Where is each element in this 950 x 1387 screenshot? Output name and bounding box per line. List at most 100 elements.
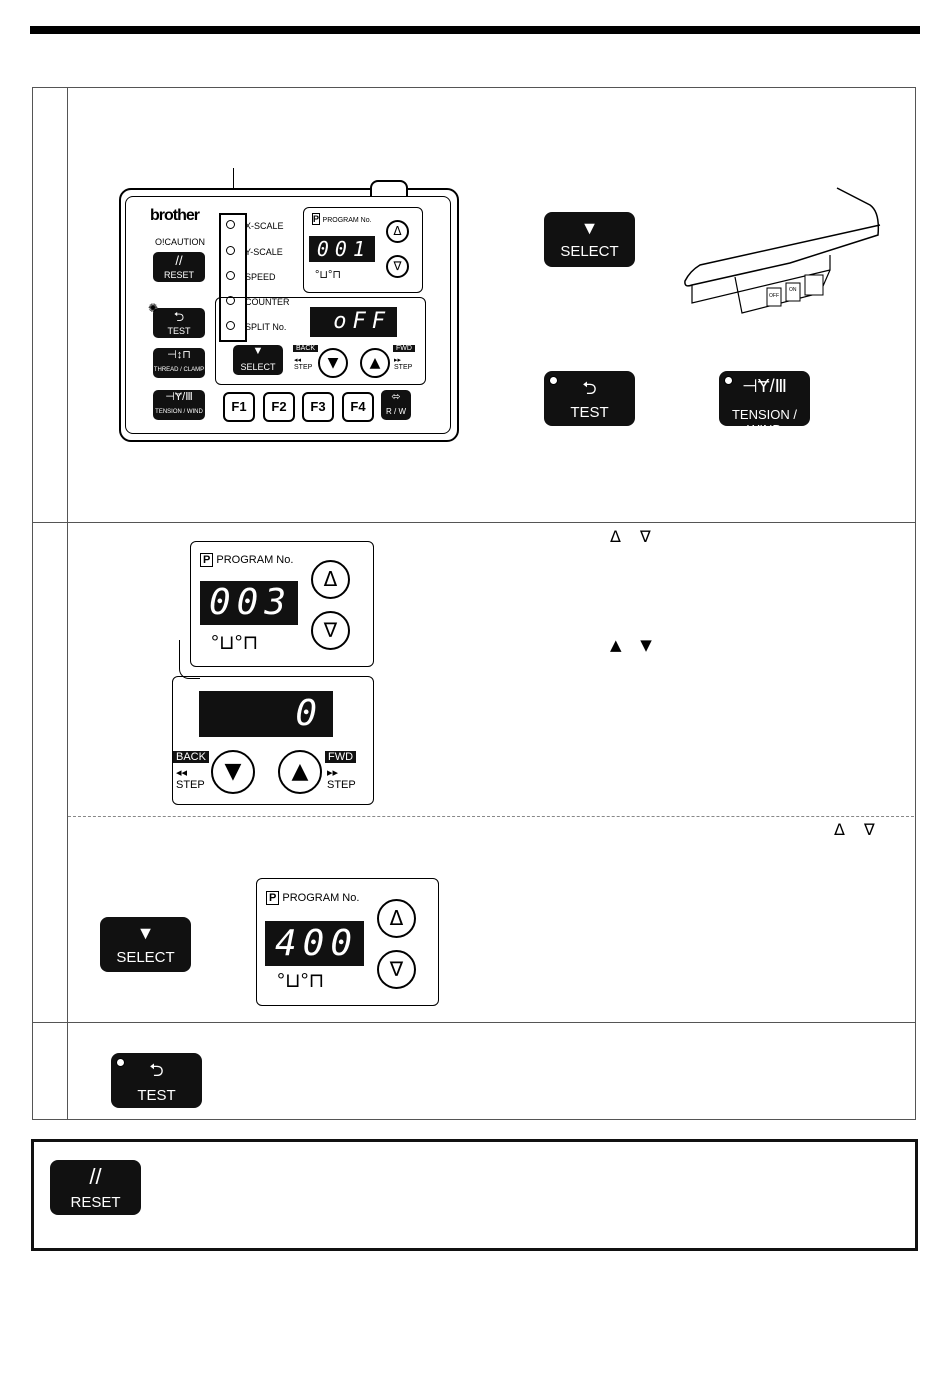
caution-text: CAUTION [164,237,206,247]
hand-p-icon: P [200,553,214,567]
reset-large-label: RESET [70,1194,121,1211]
program-window-large [190,541,374,667]
panel-thread-clamp-button[interactable]: ⊣↕⊓ THREAD / CLAMP [153,348,205,378]
tension-wind-label: TENSION / WIND [155,409,203,415]
test-led-icon [116,1058,125,1067]
tension-wind-icon: ⊣Ɏ/Ⅲ [165,391,193,403]
back-step-label: ◂◂STEP [176,767,205,791]
sub-display: 0 [199,691,333,737]
select-down-triangle-icon: ▼ [580,218,599,238]
panel-select-button[interactable]: ▼ SELECT [233,345,283,375]
fwd-button[interactable]: ▲ [278,750,322,794]
f1-key[interactable]: F1 [223,392,255,422]
program-up-button[interactable]: Δ [377,899,416,938]
test-lamp-icon: ✺ [148,301,159,315]
program-label: P PROGRAM No. [312,213,372,225]
fwd-tag: FWD [393,345,415,352]
fwd-tag: FWD [325,751,357,763]
reset-button-large[interactable]: // RESET [50,1160,141,1215]
switch-on-label: ON [789,287,797,293]
program-display: 003 [200,581,298,625]
mode-counter: COUNTER [226,296,290,307]
caution-label: O!CAUTION [155,237,205,247]
program-display: 001 [309,236,375,262]
thread-clamp-label: THREAD / CLAMP [153,367,205,373]
sub-window-large [172,676,374,805]
select-down-triangle-icon: ▼ [136,923,155,943]
thread-clamp-icon: ⊣↕⊓ [167,349,191,361]
back-tag: BACK [173,751,209,763]
procedure-table [32,87,916,1120]
hollow-arrow-keys: Δ ∇ [610,527,651,546]
rw-arrow-icon: ⬄ [391,391,401,403]
rw-button[interactable]: ⬄ R / W [381,390,411,420]
test-button-large[interactable]: ⮌ TEST [544,371,635,426]
back-button[interactable]: ▼ [211,750,255,794]
panel-reset-button[interactable]: // RESET [153,252,205,282]
tension-led-icon [724,376,733,385]
reset-label: RESET [163,270,194,280]
fwd-button[interactable]: ▲ [360,348,390,378]
return-arrow-icon: ⮌ [582,378,597,398]
reset-slash-icon: // [175,253,183,268]
program-down-button[interactable]: ∇ [386,255,409,278]
sub-window [215,297,426,385]
back-button[interactable]: ▼ [318,348,348,378]
mode-split: SPLIT No. [226,321,286,332]
hand-p-icon: P [312,213,321,225]
machine-table-illustration [684,187,881,314]
test-button-row4[interactable]: ⮌ TEST [111,1053,202,1108]
panel-test-button[interactable]: ⮌ TEST [153,308,205,338]
solid-arrow-keys: ▲ ▼ [610,636,652,654]
f2-key[interactable]: F2 [263,392,295,422]
panel-tension-wind-button[interactable]: ⊣Ɏ/Ⅲ TENSION / WIND [153,390,205,420]
program-down-button[interactable]: ∇ [311,611,350,650]
fwd-step-label: ▸▸STEP [394,357,413,371]
brand-logo: brother [150,207,200,224]
rw-label: R / W [386,407,406,416]
clamp-led-icons: °⊔°⊓ [277,970,325,992]
select-button-row3[interactable]: ▼ SELECT [100,917,191,972]
back-tag: BACK [293,345,319,352]
program-down-button[interactable]: ∇ [377,950,416,989]
test-led-icon [549,376,558,385]
mode-indicator-box [219,213,247,342]
back-step-label: ◂◂STEP [294,357,313,371]
step-column-divider [67,87,68,1119]
mode-x-scale: X-SCALE [226,220,284,231]
tension-wind-icon: ⊣Ɏ/Ⅲ [741,376,788,396]
select-row3-label: SELECT [116,949,175,966]
clamp-led-icons: °⊔°⊓ [315,269,341,281]
program-window [303,207,423,293]
program-up-button[interactable]: Δ [311,560,350,599]
row-divider [32,1022,915,1023]
test-row4-label: TEST [137,1087,176,1104]
f4-key[interactable]: F4 [342,392,374,422]
program-up-button[interactable]: Δ [386,220,409,243]
tension-wind-button-large[interactable]: ⊣Ɏ/Ⅲ TENSION / WIND [719,371,810,437]
test-large-label: TEST [570,404,609,421]
mode-speed: SPEED [226,271,276,282]
sub-display: oFF [310,307,397,337]
switch-off-label: OFF [769,293,779,299]
program-label: P PROGRAM No. [200,553,293,567]
select-label: SELECT [240,362,276,372]
hand-p-icon: P [266,891,280,905]
return-arrow-icon: ⮌ [149,1060,164,1080]
hollow-arrow-keys-2: Δ ∇ [834,820,875,839]
select-triangle-icon: ▼ [252,345,264,357]
panel-tab [370,180,408,196]
panel-inner [125,196,451,434]
test-label: TEST [167,326,191,336]
f3-key[interactable]: F3 [302,392,334,422]
program-window-row3 [256,878,439,1006]
top-rule [30,26,920,34]
note-box [31,1139,918,1251]
program-label: P PROGRAM No. [266,891,359,905]
program-window-corner [179,640,200,679]
mode-y-scale: Y-SCALE [226,246,283,257]
program-display: 400 [265,921,364,966]
row-divider [32,522,915,523]
select-button-large[interactable]: ▼ SELECT [544,212,635,267]
return-arrow-icon: ⮌ [173,309,185,324]
